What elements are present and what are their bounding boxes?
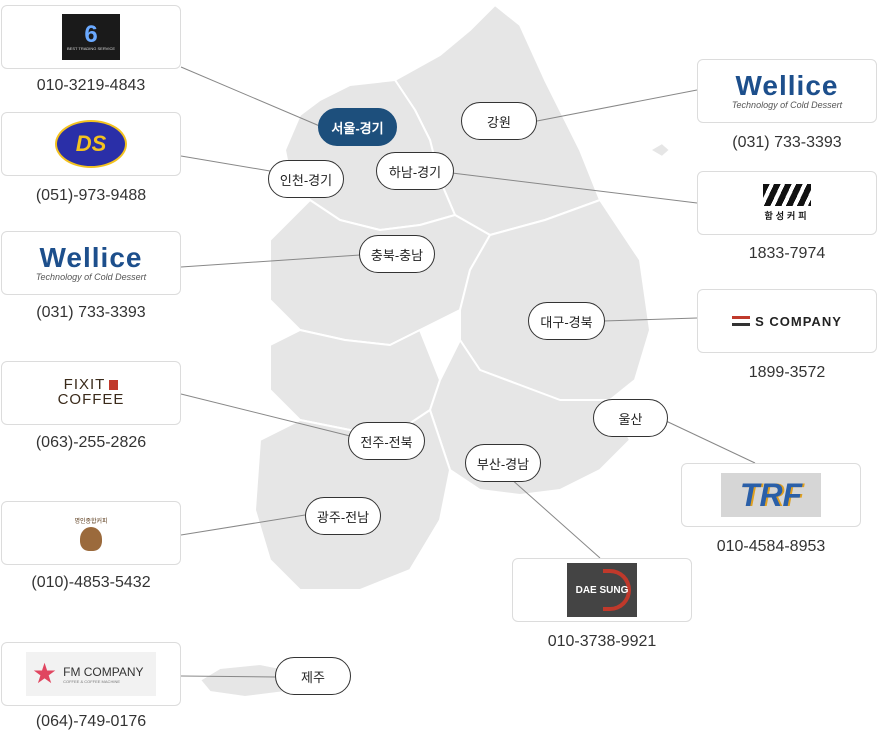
dealer-phone-myeongin: (010)-4853-5432 bbox=[31, 574, 151, 591]
dealer-card-wellice-left[interactable]: Wellice Technology of Cold Dessert bbox=[1, 231, 181, 295]
dealer-phone-best: 010-3219-4843 bbox=[36, 77, 146, 94]
best-logo: 6 BEST TRADING SERVICE bbox=[62, 14, 120, 60]
region-pill-chungbuk[interactable]: 충북-충남 bbox=[359, 235, 435, 273]
region-pill-gwangju[interactable]: 광주-전남 bbox=[305, 497, 381, 535]
daesung-d-icon bbox=[603, 569, 631, 611]
dealer-phone-wellice-right: (031) 733-3393 bbox=[732, 134, 842, 151]
region-pill-seoul[interactable]: 서울-경기 bbox=[318, 108, 397, 146]
region-pill-ulsan[interactable]: 울산 bbox=[593, 399, 668, 437]
region-pill-jeonju[interactable]: 전주-전북 bbox=[348, 422, 425, 460]
dealer-phone-fm: (064)-749-0176 bbox=[35, 713, 147, 730]
daesung-logo: DAE SUNG bbox=[567, 563, 637, 617]
dealer-phone-scompany: 1899-3572 bbox=[748, 364, 826, 381]
dealer-card-fm[interactable]: ★ FM COMPANY COFFEE & COFFEE MACHINE bbox=[1, 642, 181, 706]
dealer-phone-wellice-left: (031) 733-3393 bbox=[36, 304, 146, 321]
fm-logo: ★ FM COMPANY COFFEE & COFFEE MACHINE bbox=[26, 652, 156, 696]
region-pill-incheon[interactable]: 인천-경기 bbox=[268, 160, 344, 198]
region-jeonbuk-shape[interactable] bbox=[269, 329, 441, 431]
trf-logo: TRF bbox=[721, 473, 821, 517]
hamsung-mark-icon bbox=[763, 184, 811, 206]
best-logo-mark-icon: 6 bbox=[84, 20, 98, 48]
dealer-phone-fixit: (063)-255-2826 bbox=[35, 434, 147, 451]
region-pill-daegu[interactable]: 대구-경북 bbox=[528, 302, 605, 340]
region-pill-gangwon[interactable]: 강원 bbox=[461, 102, 537, 140]
dealer-card-myeongin[interactable]: 명인종합커피 bbox=[1, 501, 181, 565]
island-ulleung-shape bbox=[649, 142, 671, 158]
fixit-badge-icon bbox=[109, 379, 119, 390]
dealer-phone-trf: 010-4584-8953 bbox=[716, 538, 826, 555]
dealer-phone-hamsung: 1833-7974 bbox=[748, 245, 826, 262]
myeongin-mascot-icon bbox=[80, 526, 102, 551]
region-pill-hanam[interactable]: 하남-경기 bbox=[376, 152, 454, 190]
dealer-card-fixit[interactable]: FIXIT COFFEE bbox=[1, 361, 181, 425]
dealer-card-daesung[interactable]: DAE SUNG bbox=[512, 558, 692, 622]
dealer-card-best[interactable]: 6 BEST TRADING SERVICE bbox=[1, 5, 181, 69]
dealer-card-hamsung[interactable]: 함성커피 bbox=[697, 171, 877, 235]
scompany-mark-icon bbox=[732, 316, 751, 326]
dealer-card-wellice-right[interactable]: Wellice Technology of Cold Dessert bbox=[697, 59, 877, 123]
region-pill-jeju[interactable]: 제주 bbox=[275, 657, 351, 695]
dealer-phone-daesung: 010-3738-9921 bbox=[547, 633, 657, 650]
region-pill-busan[interactable]: 부산-경남 bbox=[465, 444, 541, 482]
dealer-phone-ds: (051)-973-9488 bbox=[35, 187, 147, 204]
dealer-card-trf[interactable]: TRF bbox=[681, 463, 861, 527]
ds-logo: DS bbox=[55, 120, 127, 168]
star-icon: ★ bbox=[32, 658, 58, 689]
dealer-card-ds[interactable]: DS bbox=[1, 112, 181, 176]
dealer-card-scompany[interactable]: S COMPANY bbox=[697, 289, 877, 353]
